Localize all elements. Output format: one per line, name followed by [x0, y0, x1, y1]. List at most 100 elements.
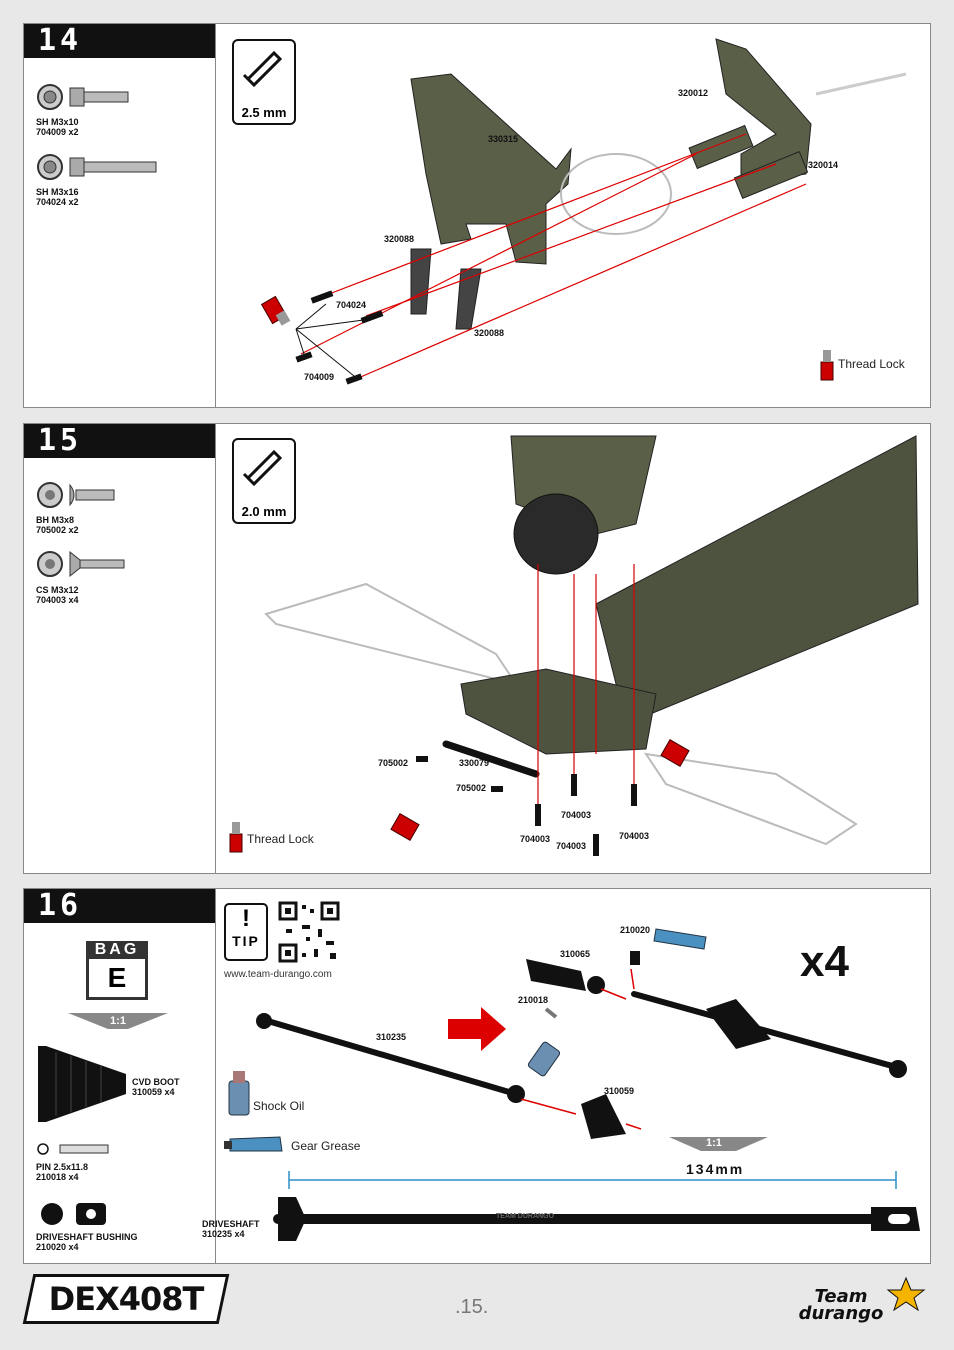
part-item: SH M3x16 704024 x2 — [36, 152, 166, 207]
driveshaft-part — [258, 1016, 519, 1097]
part-label: 310065 — [560, 949, 591, 959]
tool-size: 2.5 mm — [241, 105, 287, 120]
thread-lock-icon — [229, 822, 243, 853]
hex-key-tool: 2.5 mm — [232, 39, 296, 125]
brand-logo-right: Team durango — [776, 1276, 926, 1324]
website-link[interactable]: www.team-durango.com — [224, 969, 332, 980]
part-label: 704024 — [336, 300, 367, 310]
scale-label: 1:1 — [110, 1015, 126, 1027]
shaft-end — [507, 1085, 525, 1103]
direction-arrow — [448, 1007, 506, 1051]
bag-label: BAG — [86, 941, 148, 959]
gearbox — [513, 493, 599, 575]
thread-lock-icon — [820, 350, 834, 381]
tip-exclaim: ! — [242, 905, 250, 932]
part-label: 210020 — [620, 925, 651, 935]
part-name: DRIVESHAFT — [202, 1219, 260, 1229]
part-label: 320012 — [678, 88, 709, 98]
assembled-driveshaft — [631, 991, 899, 1070]
step-diagram: 2.5 mm 32001 — [215, 24, 930, 407]
step-number: 16 — [24, 889, 215, 923]
page-number: .15. — [455, 1296, 489, 1318]
part-item: SH M3x10 704009 x2 — [36, 82, 146, 137]
assembly-drawing — [229, 435, 919, 856]
part-label: 704003 — [561, 810, 592, 820]
part-name: SH M3x10 — [36, 117, 79, 127]
thread-lock-icon — [390, 813, 420, 841]
suspension-arm-outline — [643, 752, 858, 846]
cvd-boot-icon — [38, 1046, 126, 1122]
bushing-part — [630, 951, 640, 965]
step-number: 14 — [24, 24, 215, 58]
part-name: DRIVESHAFT BUSHING — [36, 1232, 138, 1242]
part-label: 320014 — [808, 160, 839, 170]
part-label: 320088 — [474, 328, 505, 338]
guide-lines — [537, 564, 635, 804]
shaft-end — [256, 1013, 272, 1029]
assembly-drawing — [224, 928, 920, 1241]
step-diagram: 2.0 mm — [215, 424, 930, 873]
screw-icon — [37, 84, 129, 110]
star-icon — [886, 1276, 926, 1312]
part-label: 320088 — [384, 234, 415, 244]
shaft-slot — [888, 1214, 910, 1224]
chassis-plate — [595, 435, 919, 725]
guide-lines — [520, 968, 642, 1130]
step-16: 16 BAG E 1:1 CVD BOOT 310059 x4 PIN 2.5x… — [23, 888, 931, 1264]
part-name: BH M3x8 — [36, 515, 75, 525]
part-code: 704024 x2 — [36, 197, 79, 207]
part-code: 310235 x4 — [202, 1229, 245, 1239]
screws — [295, 290, 384, 385]
shock-oil-icon — [527, 1041, 561, 1077]
scale-label: 1:1 — [706, 1137, 722, 1149]
shock-oil-icon — [228, 1071, 250, 1116]
hex-key-tool: 2.0 mm — [232, 438, 296, 524]
step-number: 15 — [24, 424, 215, 458]
axle-cup — [526, 959, 586, 991]
part-item: CS M3x12 704003 x4 — [36, 548, 146, 605]
scale-banner: 1:1 — [68, 1013, 168, 1029]
brand-text-right: Team durango — [798, 1286, 884, 1324]
suspension-arm-outline — [264, 582, 519, 686]
screws — [416, 756, 637, 856]
tip-label: TIP — [232, 933, 260, 949]
part-label: 330079 — [459, 758, 490, 768]
shock-oil-label: Shock Oil — [253, 1099, 305, 1113]
leader-lines — [295, 303, 372, 377]
thread-lock-label: Thread Lock — [838, 357, 905, 371]
step-14: 14 SH M3x10 704009 x2 SH M3x16 704024 x2… — [23, 23, 931, 408]
part-item: PIN 2.5x11.8 210018 x4 — [36, 1141, 116, 1182]
part-name: CS M3x12 — [36, 585, 79, 595]
gear-grease-icon — [224, 1136, 283, 1152]
part-label: 705002 — [378, 758, 409, 768]
quantity-multiplier: x4 — [800, 937, 849, 986]
brand-logo-left: DEX408T — [22, 1274, 230, 1324]
axle-joint — [587, 976, 605, 994]
bushing-icon — [41, 1203, 106, 1225]
scale-banner — [669, 1137, 768, 1151]
gear-grease-icon — [653, 928, 707, 950]
part-code: 210018 x4 — [36, 1172, 79, 1182]
part-label: 330315 — [488, 134, 519, 144]
tip-badge: ! TIP — [224, 903, 268, 961]
part-label: 704009 — [304, 372, 335, 382]
mount-block — [733, 151, 809, 199]
shaft-engraving: TEAM DURANGO — [496, 1213, 554, 1220]
bag-indicator: BAG E — [86, 941, 148, 1000]
part-label: 310059 — [604, 1086, 635, 1096]
diff-case-outline — [560, 153, 672, 235]
pin-part — [544, 1007, 558, 1019]
pin-icon — [37, 1143, 109, 1155]
hex-key-icon — [242, 449, 283, 487]
screw-icon — [37, 154, 157, 180]
bulkhead — [460, 668, 657, 755]
part-name: SH M3x16 — [36, 187, 79, 197]
length-label: 134mm — [686, 1161, 745, 1177]
brace — [442, 740, 540, 778]
part-label: 705002 — [456, 783, 487, 793]
step-diagram: ! TIP www.team-durango.com — [202, 889, 930, 1263]
guide-lines — [300, 133, 807, 380]
part-code: 705002 x2 — [36, 525, 79, 535]
hex-key-icon — [242, 50, 283, 88]
part-label: 210018 — [518, 995, 549, 1005]
